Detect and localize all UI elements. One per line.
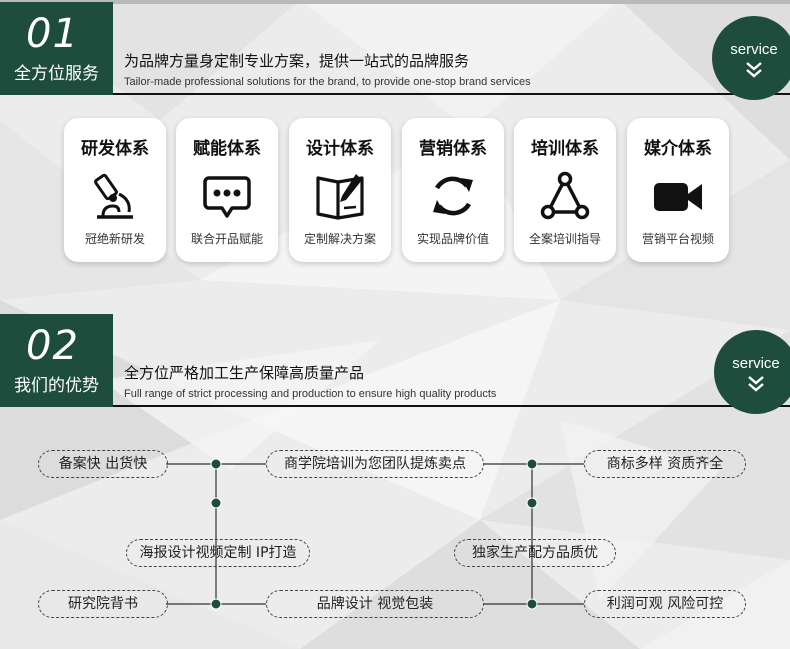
section-caption: 全方位服务: [14, 64, 99, 84]
advantage-item: 备案快 出货快: [38, 450, 168, 478]
card-subtitle: 营销平台视频: [641, 232, 714, 246]
section-title: 为品牌方量身定制专业方案，提供一站式的品牌服务: [124, 52, 470, 70]
advantage-item: 商学院培训为您团队提炼卖点: [266, 450, 484, 478]
card-training[interactable]: 培训体系 全案培训指导: [514, 118, 616, 262]
card-marketing[interactable]: 营销体系 实现品牌价值: [402, 118, 504, 262]
section-title: 全方位严格加工生产保障高质量产品: [124, 364, 365, 382]
card-enable[interactable]: 赋能体系 联合开品赋能: [176, 118, 278, 262]
card-title: 培训体系: [531, 139, 599, 159]
section-divider: [113, 93, 790, 95]
section-divider: [113, 405, 790, 407]
network-triangle-icon: [540, 171, 590, 220]
advantage-item: 品牌设计 视觉包装: [266, 590, 484, 618]
card-design[interactable]: 设计体系 定制解决方案: [289, 118, 391, 262]
double-chevron-down-icon: [748, 376, 764, 392]
card-title: 设计体系: [306, 139, 374, 159]
advantage-item: 商标多样 资质齐全: [584, 450, 746, 478]
section-number-box: 01 全方位服务: [0, 2, 113, 95]
card-title: 赋能体系: [193, 139, 261, 159]
service-label: service: [732, 355, 780, 372]
service-badge[interactable]: service: [714, 330, 790, 414]
service-label: service: [730, 41, 778, 58]
card-rd[interactable]: 研发体系 冠绝新研发: [64, 118, 166, 262]
advantage-item: 海报设计视频定制 IP打造: [126, 539, 310, 567]
double-chevron-down-icon: [746, 62, 762, 78]
section-subtitle: Tailor-made professional solutions for t…: [124, 76, 531, 88]
card-subtitle: 定制解决方案: [303, 232, 376, 246]
microscope-icon: [94, 173, 133, 219]
section-number: 02: [26, 323, 79, 369]
advantage-item: 独家生产配方品质优: [454, 539, 616, 567]
card-title: 研发体系: [81, 139, 149, 159]
advantage-item: 利润可观 风险可控: [584, 590, 746, 618]
card-subtitle: 全案培训指导: [528, 232, 601, 246]
card-subtitle: 冠绝新研发: [84, 232, 145, 246]
section-number: 01: [26, 11, 79, 57]
card-subtitle: 实现品牌价值: [416, 232, 489, 246]
card-media[interactable]: 媒介体系 营销平台视频: [627, 118, 729, 262]
advantage-connectors: [166, 458, 584, 610]
card-subtitle: 联合开品赋能: [190, 232, 263, 246]
video-camera-icon: [654, 183, 702, 211]
section-number-box: 02 我们的优势: [0, 314, 113, 407]
advantage-item: 研究院背书: [38, 590, 168, 618]
service-badge[interactable]: service: [712, 16, 790, 100]
chat-bubble-icon: [203, 176, 251, 218]
section-caption: 我们的优势: [14, 376, 99, 396]
section-subtitle: Full range of strict processing and prod…: [124, 388, 497, 400]
card-title: 营销体系: [419, 139, 487, 159]
design-book-icon: [316, 174, 364, 220]
refresh-icon: [433, 176, 473, 216]
card-title: 媒介体系: [644, 139, 712, 159]
